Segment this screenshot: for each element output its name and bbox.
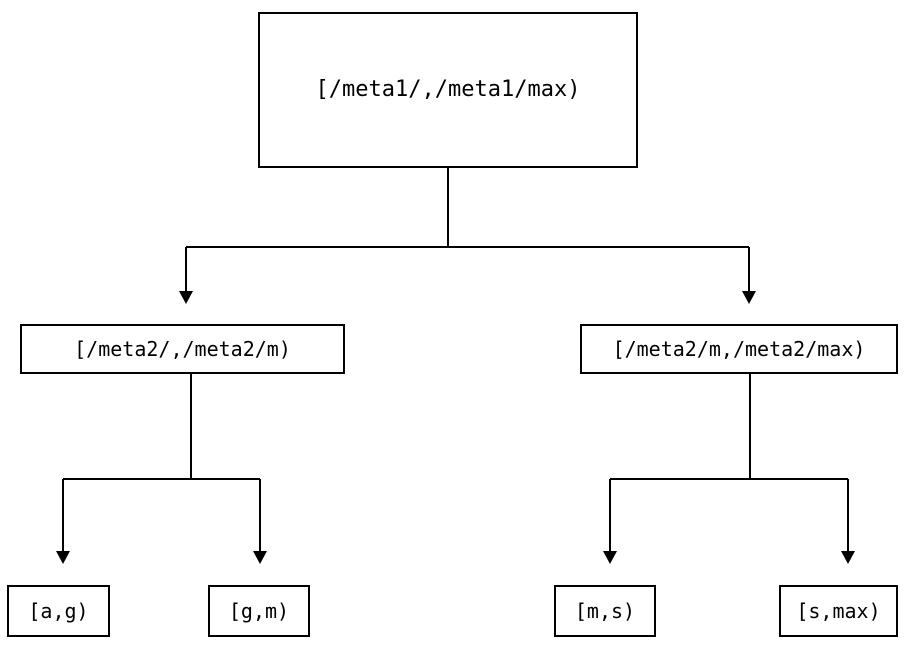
node-mid-right[interactable]: [/meta2/m,/meta2/max) bbox=[580, 324, 898, 374]
arrowhead-icon-to-mid-right bbox=[742, 291, 756, 304]
node-root[interactable]: [/meta1/,/meta1/max) bbox=[258, 12, 638, 168]
node-leaf-s-max-label: [s,max) bbox=[796, 599, 881, 623]
node-leaf-m-s-label: [m,s) bbox=[574, 599, 636, 623]
node-leaf-a-g-label: [a,g) bbox=[28, 599, 89, 623]
node-root-label: [/meta1/,/meta1/max) bbox=[315, 77, 581, 102]
arrowhead-icon-to-leaf-smax bbox=[841, 551, 855, 564]
node-mid-left[interactable]: [/meta2/,/meta2/m) bbox=[20, 324, 345, 374]
node-leaf-g-m-label: [g,m) bbox=[228, 599, 290, 623]
arrowhead-icon-to-leaf-gm bbox=[253, 551, 267, 564]
arrowhead-icon-to-mid-left bbox=[179, 291, 193, 304]
node-leaf-m-s[interactable]: [m,s) bbox=[554, 585, 656, 637]
arrowhead-icon-to-leaf-ms bbox=[603, 551, 617, 564]
node-leaf-s-max[interactable]: [s,max) bbox=[779, 585, 898, 637]
node-leaf-a-g[interactable]: [a,g) bbox=[7, 585, 110, 637]
node-leaf-g-m[interactable]: [g,m) bbox=[208, 585, 310, 637]
node-mid-left-label: [/meta2/,/meta2/m) bbox=[74, 337, 291, 361]
arrowhead-icon-to-leaf-ag bbox=[56, 551, 70, 564]
node-mid-right-label: [/meta2/m,/meta2/max) bbox=[612, 337, 866, 361]
